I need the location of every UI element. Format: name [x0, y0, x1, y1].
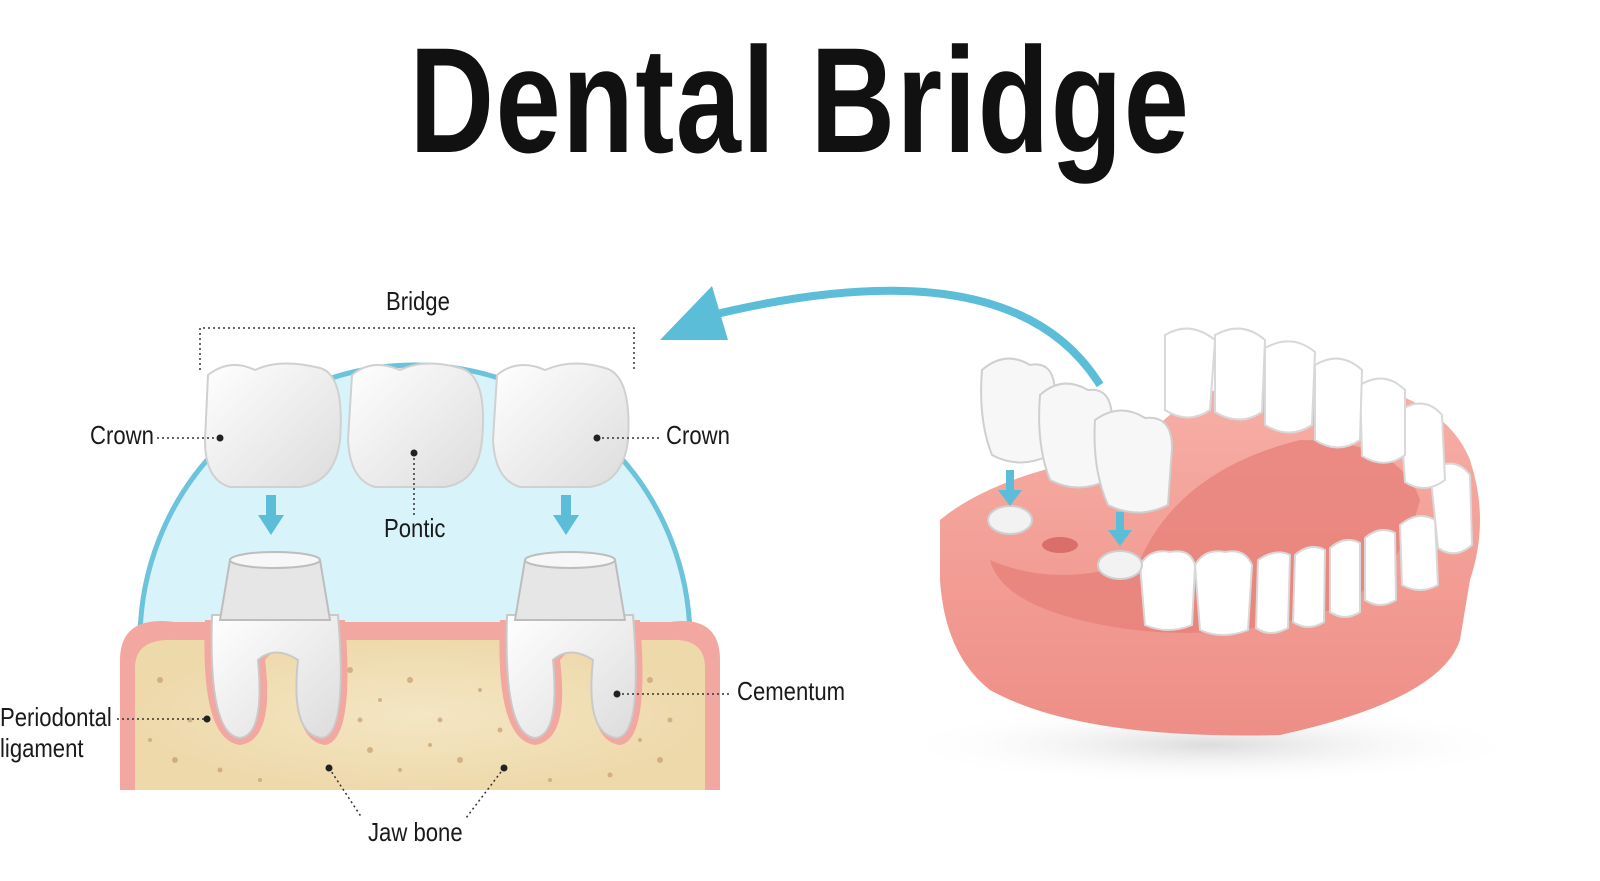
leader-lines: [117, 437, 732, 819]
crown-right-shape: [491, 362, 630, 488]
bridge-crowns: [203, 362, 630, 488]
label-periodontal-line1: Periodontal: [0, 702, 112, 732]
label-jaw-bone: Jaw bone: [368, 817, 463, 847]
label-crown-left: Crown: [90, 420, 154, 450]
page-title: Dental Bridge: [409, 15, 1191, 184]
model-arrows: [998, 470, 1132, 546]
leader-dots: [203, 434, 621, 772]
jaw-model: [890, 327, 1530, 785]
abutment-tooth-right: [505, 551, 637, 740]
label-crown-right: Crown: [666, 420, 730, 450]
bridge-bracket: [199, 327, 635, 370]
label-periodontal-line2: ligament: [0, 733, 84, 764]
floating-bridge: [980, 357, 1174, 514]
label-periodontal-ligament: Periodontal ligament: [0, 702, 112, 764]
lower-teeth-row: [1138, 327, 1474, 636]
label-cementum: Cementum: [737, 676, 846, 706]
placement-arrow-right: [553, 495, 579, 535]
crown-left-shape: [203, 362, 342, 488]
label-bridge: Bridge: [386, 286, 450, 316]
label-pontic: Pontic: [384, 513, 446, 543]
connector-arrow: [660, 286, 1104, 388]
placement-arrow-left: [258, 495, 284, 535]
abutment-tooth-left: [210, 551, 342, 740]
pontic-shape: [346, 362, 485, 488]
